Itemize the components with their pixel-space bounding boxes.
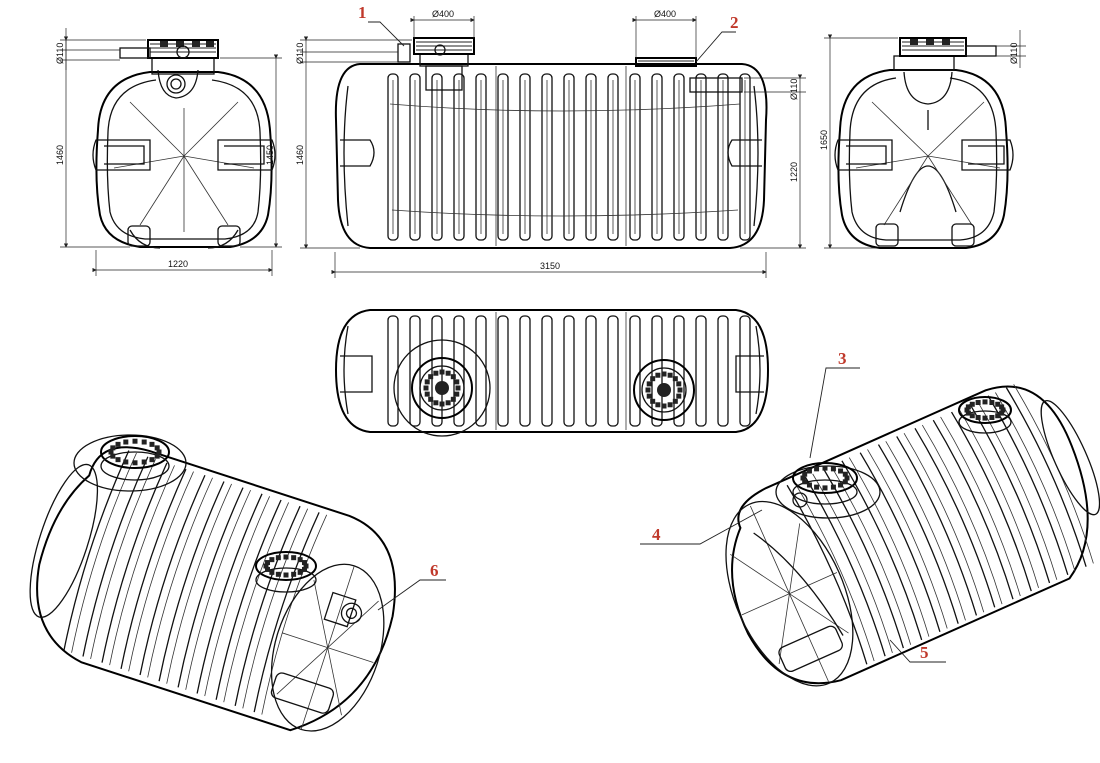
front-width-dim: 1220	[168, 259, 188, 269]
side-length-dim: 3150	[540, 261, 560, 271]
callout-2: 2	[730, 13, 739, 32]
iso-view-left	[29, 446, 396, 732]
callout-3: 3	[838, 349, 847, 368]
front-view	[60, 28, 282, 276]
side-height-left-dim: 1460	[295, 145, 305, 165]
iso-right-lid-1	[775, 462, 881, 519]
rear-pipe-dim: Ø110	[1009, 43, 1019, 64]
side-view	[300, 16, 806, 278]
neck-right-dim: Ø400	[654, 9, 676, 19]
side-height-right-dim: 1220	[789, 162, 799, 182]
neck-left-dim: Ø400	[432, 9, 454, 19]
callout-1: 1	[358, 3, 367, 22]
callout-6: 6	[430, 561, 439, 580]
top-view	[334, 309, 770, 437]
front-pipe-dim: Ø110	[55, 43, 65, 64]
iso-right-lid-2	[958, 396, 1012, 434]
iso-left-lid-1	[73, 434, 187, 492]
iso-left-lid-2	[255, 551, 317, 593]
callout-5: 5	[920, 643, 929, 662]
front-height-left-dim: 1460	[55, 145, 65, 165]
front-height-right-dim: 1450	[265, 145, 275, 165]
callout-4: 4	[652, 525, 661, 544]
side-pipe-left-dim: Ø110	[295, 43, 305, 64]
callout-leaders	[368, 21, 946, 663]
rear-height-dim: 1650	[819, 130, 829, 150]
iso-view-right	[725, 384, 1100, 687]
side-pipe-right-dim: Ø110	[789, 79, 799, 100]
rear-view	[824, 30, 1026, 249]
